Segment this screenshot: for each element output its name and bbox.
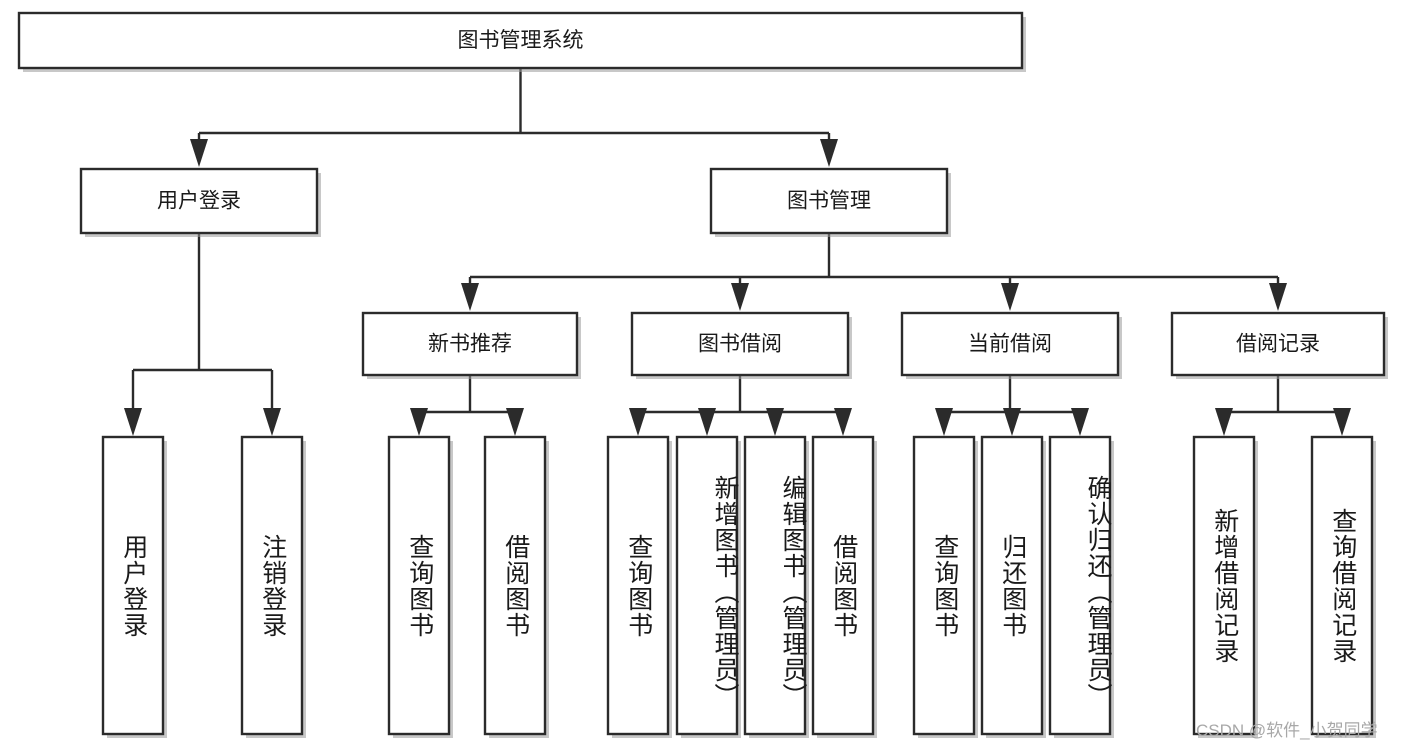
- arrow-leaf-1-1: [506, 408, 524, 436]
- arrow-leaf-0-0: [124, 408, 142, 436]
- node-leaf-3[interactable]: [483, 435, 547, 736]
- node-leaf-8[interactable]: [912, 435, 976, 736]
- node-level3-3[interactable]: [1170, 311, 1386, 377]
- arrow-leaf-2-2: [766, 408, 784, 436]
- node-leaf-2[interactable]: [387, 435, 451, 736]
- arrow-leaf-1-0: [410, 408, 428, 436]
- node-level3-3-label: 借阅记录: [1236, 333, 1320, 356]
- arrow-root-to-level2-0: [190, 139, 208, 167]
- node-level3-0[interactable]: [361, 311, 579, 377]
- node-leaf-7[interactable]: [811, 435, 875, 736]
- node-leaf-4[interactable]: [606, 435, 670, 736]
- node-level3-1-label: 图书借阅: [698, 333, 782, 356]
- node-level3-1[interactable]: [630, 311, 850, 377]
- node-leaf-11[interactable]: [1192, 435, 1256, 736]
- node-root[interactable]: [17, 11, 1024, 70]
- node-leaf-0[interactable]: [101, 435, 165, 736]
- node-level2-1-label: 图书管理: [787, 190, 871, 213]
- arrow-leaf-4-1: [1333, 408, 1351, 436]
- arrow-leaf-3-2: [1071, 408, 1089, 436]
- node-leaf-1[interactable]: [240, 435, 304, 736]
- csdn-watermark: CSDN @软件_小贺同学: [1196, 721, 1378, 740]
- node-leaf-6[interactable]: [743, 435, 807, 736]
- arrow-leaf-3-0: [935, 408, 953, 436]
- arrow-manage-to-level3-1: [731, 283, 749, 311]
- arrow-manage-to-level3-2: [1001, 283, 1019, 311]
- node-level3-2[interactable]: [900, 311, 1120, 377]
- arrow-leaf-4-0: [1215, 408, 1233, 436]
- arrow-manage-to-level3-0: [461, 283, 479, 311]
- node-root-label: 图书管理系统: [458, 29, 584, 52]
- node-level2-1[interactable]: [709, 167, 949, 235]
- connector-layer: [124, 68, 1351, 436]
- node-level3-2-label: 当前借阅: [968, 333, 1052, 356]
- arrow-root-to-level2-1: [820, 139, 838, 167]
- node-level2-0[interactable]: [79, 167, 319, 235]
- arrow-leaf-2-1: [698, 408, 716, 436]
- node-leaf-5[interactable]: [675, 435, 739, 736]
- node-level2-0-label: 用户登录: [157, 190, 241, 213]
- arrow-leaf-3-1: [1003, 408, 1021, 436]
- node-leaf-10[interactable]: [1048, 435, 1112, 736]
- arrow-leaf-2-3: [834, 408, 852, 436]
- arrow-manage-to-level3-3: [1269, 283, 1287, 311]
- arrow-leaf-0-1: [263, 408, 281, 436]
- arrow-leaf-2-0: [629, 408, 647, 436]
- node-leaf-12[interactable]: [1310, 435, 1374, 736]
- node-level3-0-label: 新书推荐: [428, 333, 512, 356]
- node-leaf-9[interactable]: [980, 435, 1044, 736]
